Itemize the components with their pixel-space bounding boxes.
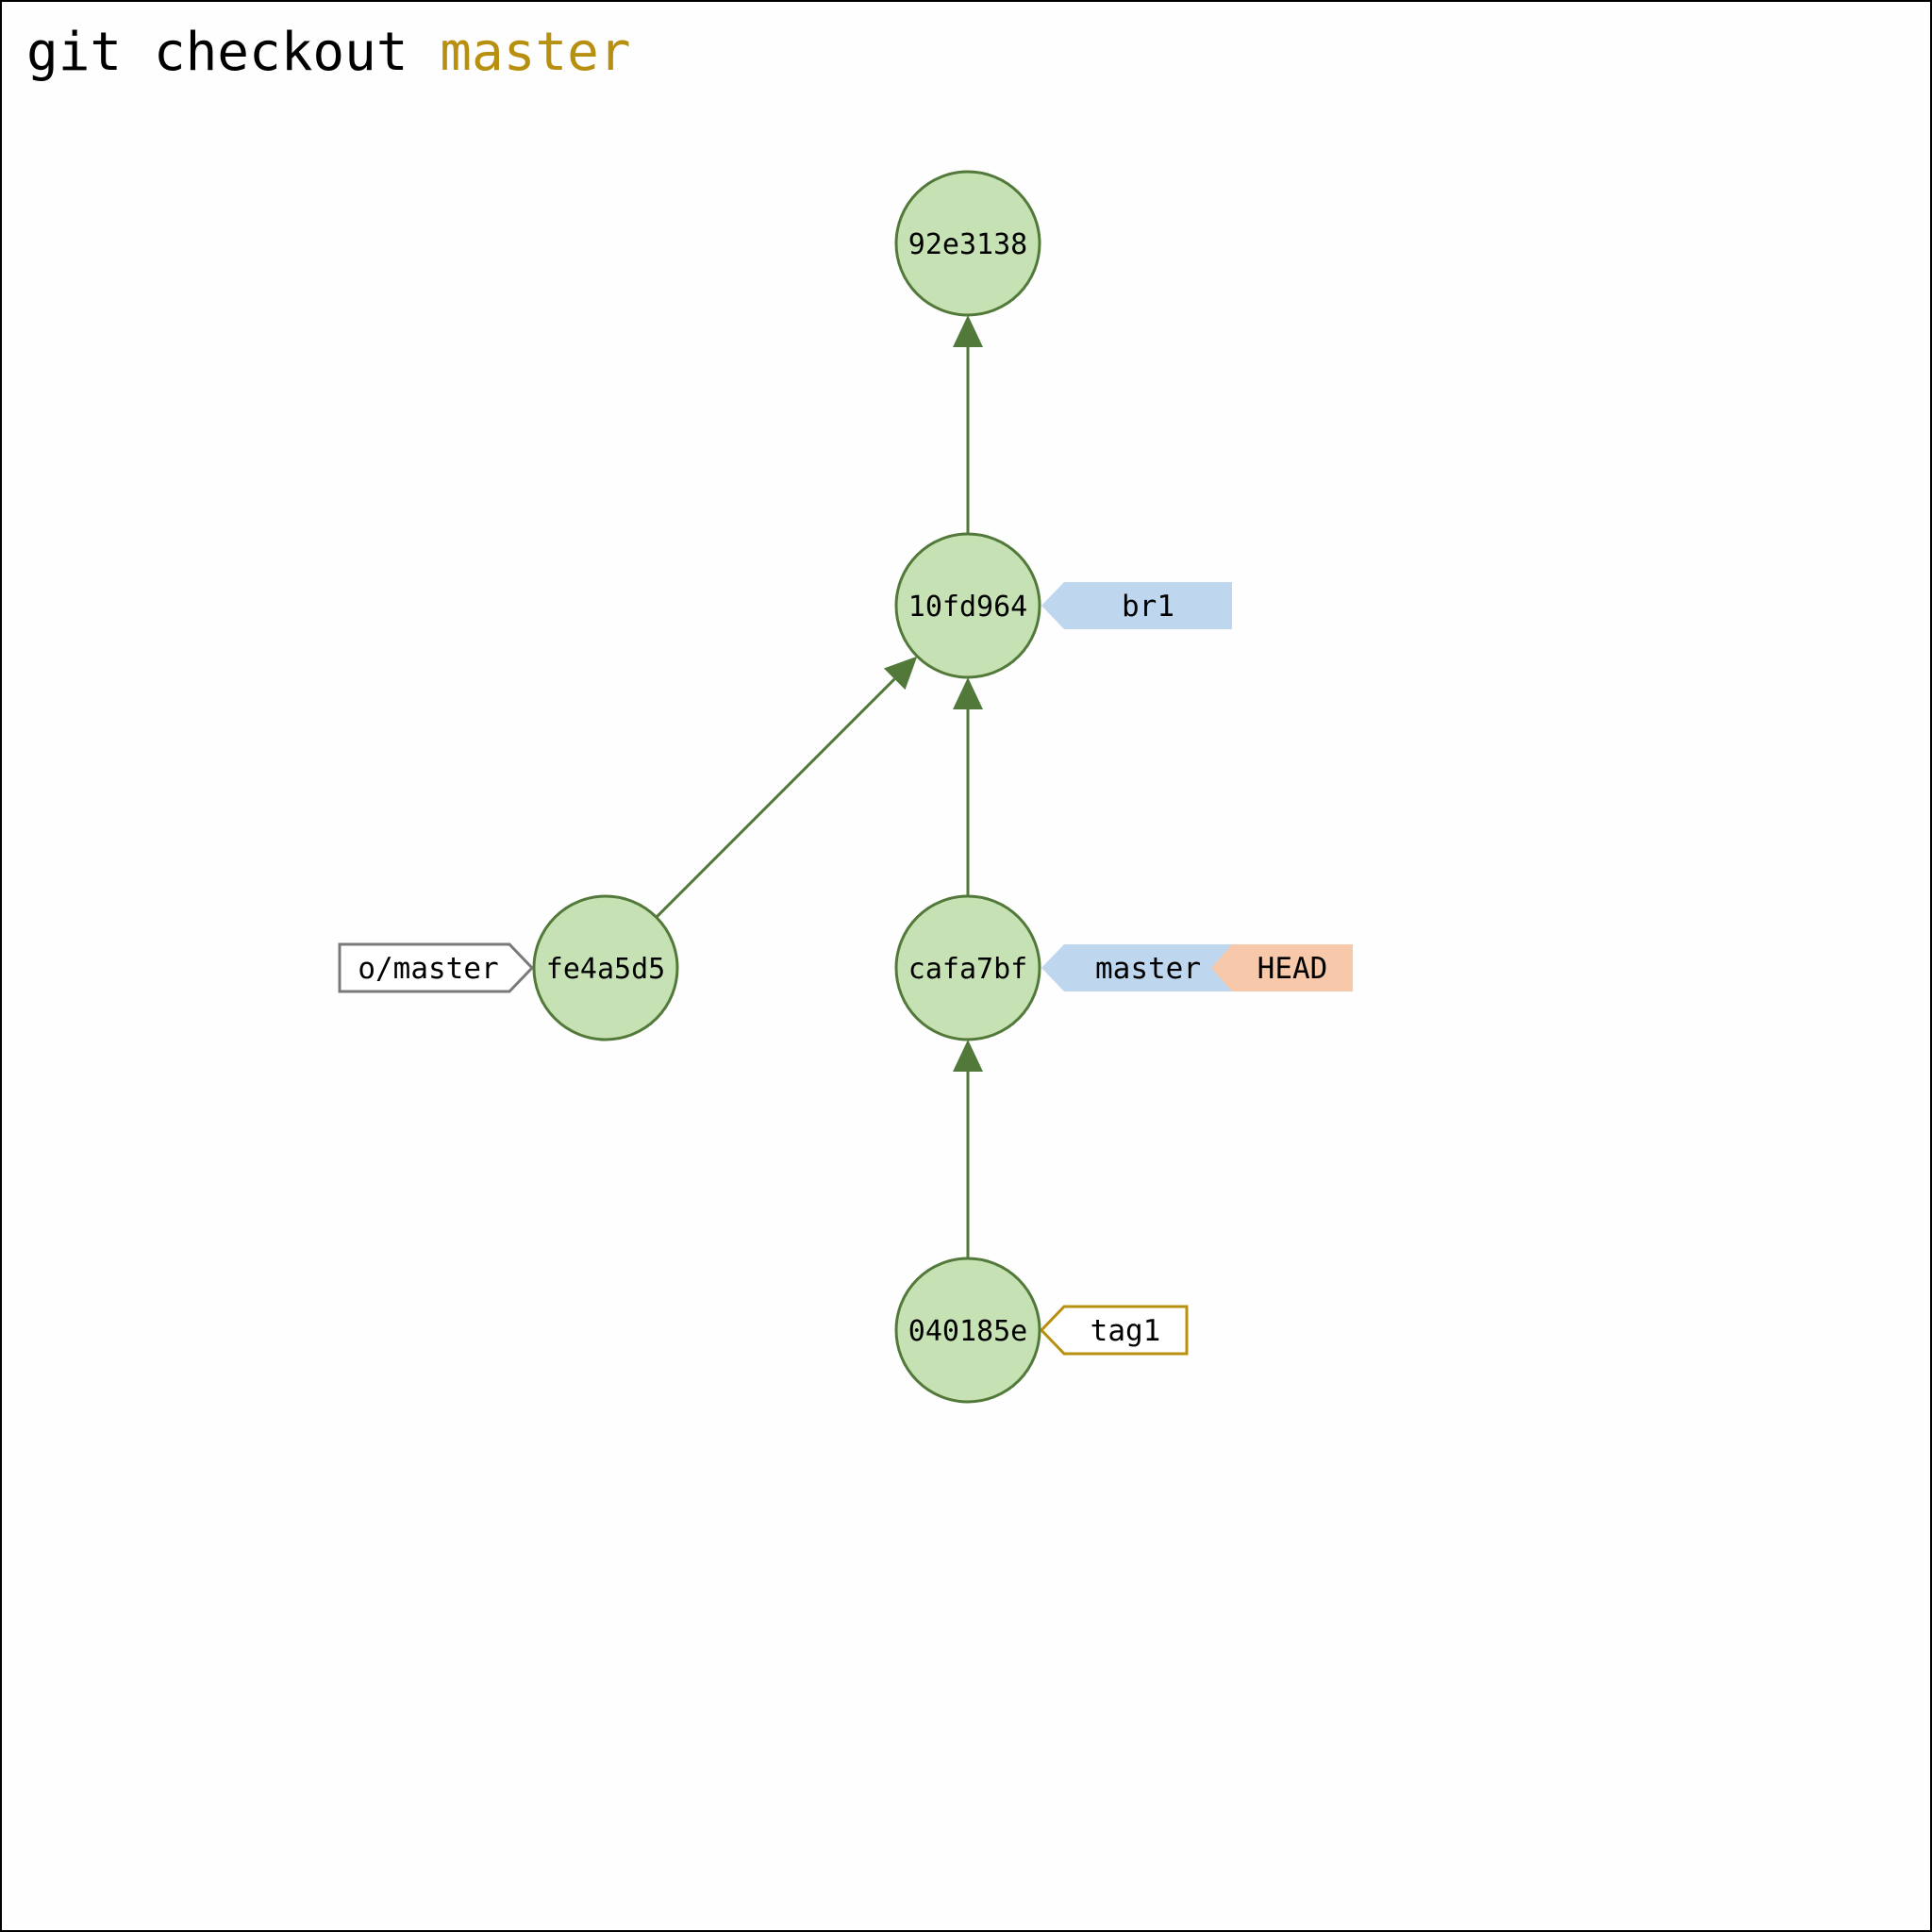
branch-ref-br1[interactable]: br1	[1041, 582, 1232, 629]
command-prefix: git checkout	[26, 22, 408, 83]
commit-node[interactable]: 040185e	[894, 1257, 1041, 1404]
edge-fe4a5d5-to-10fd964	[655, 656, 918, 919]
arrowhead-icon	[953, 315, 983, 347]
ref-label: master	[1095, 952, 1201, 986]
arrowhead-icon	[883, 656, 918, 691]
commit-circle	[894, 894, 1041, 1041]
commit-circle	[894, 532, 1041, 679]
ref-flag-shape	[1041, 582, 1232, 629]
edge-10fd964-to-92e3138	[953, 315, 983, 534]
edge-cafa7bf-to-10fd964	[953, 677, 983, 896]
tag-ref-tag1[interactable]: tag1	[1039, 1305, 1189, 1356]
commit-hash: 040185e	[908, 1315, 1027, 1348]
edges-layer	[655, 315, 983, 1258]
commit-node[interactable]: 92e3138	[894, 170, 1041, 317]
commit-circle	[894, 1257, 1041, 1404]
commits-layer: 92e3138 10fd964 fe4a5d5 cafa7bf 040185e	[532, 170, 1041, 1404]
ref-flag-shape	[338, 942, 535, 993]
ref-label: o/master	[358, 952, 498, 986]
refs-layer: o/master br1 master HEAD tag1	[338, 582, 1353, 1356]
remote-branch-ref[interactable]: o/master	[338, 942, 535, 993]
commit-node[interactable]: cafa7bf	[894, 894, 1041, 1041]
command-argument: master	[440, 22, 631, 83]
branch-ref-master[interactable]: master	[1041, 944, 1232, 991]
ref-flag-shape	[1211, 944, 1353, 991]
commit-circle	[894, 170, 1041, 317]
commit-hash: cafa7bf	[908, 953, 1027, 986]
ref-flag-shape	[1041, 944, 1232, 991]
ref-label: br1	[1122, 590, 1174, 624]
edge-040185e-to-cafa7bf	[953, 1040, 983, 1258]
commit-hash: fe4a5d5	[546, 953, 665, 986]
commit-circle	[532, 894, 679, 1041]
commit-hash: 10fd964	[908, 591, 1027, 624]
ref-label: HEAD	[1257, 952, 1328, 986]
command-line: git checkout master	[26, 15, 631, 91]
commit-node[interactable]: fe4a5d5	[532, 894, 679, 1041]
head-ref[interactable]: HEAD	[1211, 944, 1353, 991]
ref-label: tag1	[1091, 1314, 1161, 1348]
edge-line	[655, 677, 896, 919]
ref-flag-shape	[1039, 1305, 1189, 1356]
arrowhead-icon	[953, 677, 983, 709]
arrowhead-icon	[953, 1040, 983, 1072]
commit-node[interactable]: 10fd964	[894, 532, 1041, 679]
commit-hash: 92e3138	[908, 228, 1027, 261]
